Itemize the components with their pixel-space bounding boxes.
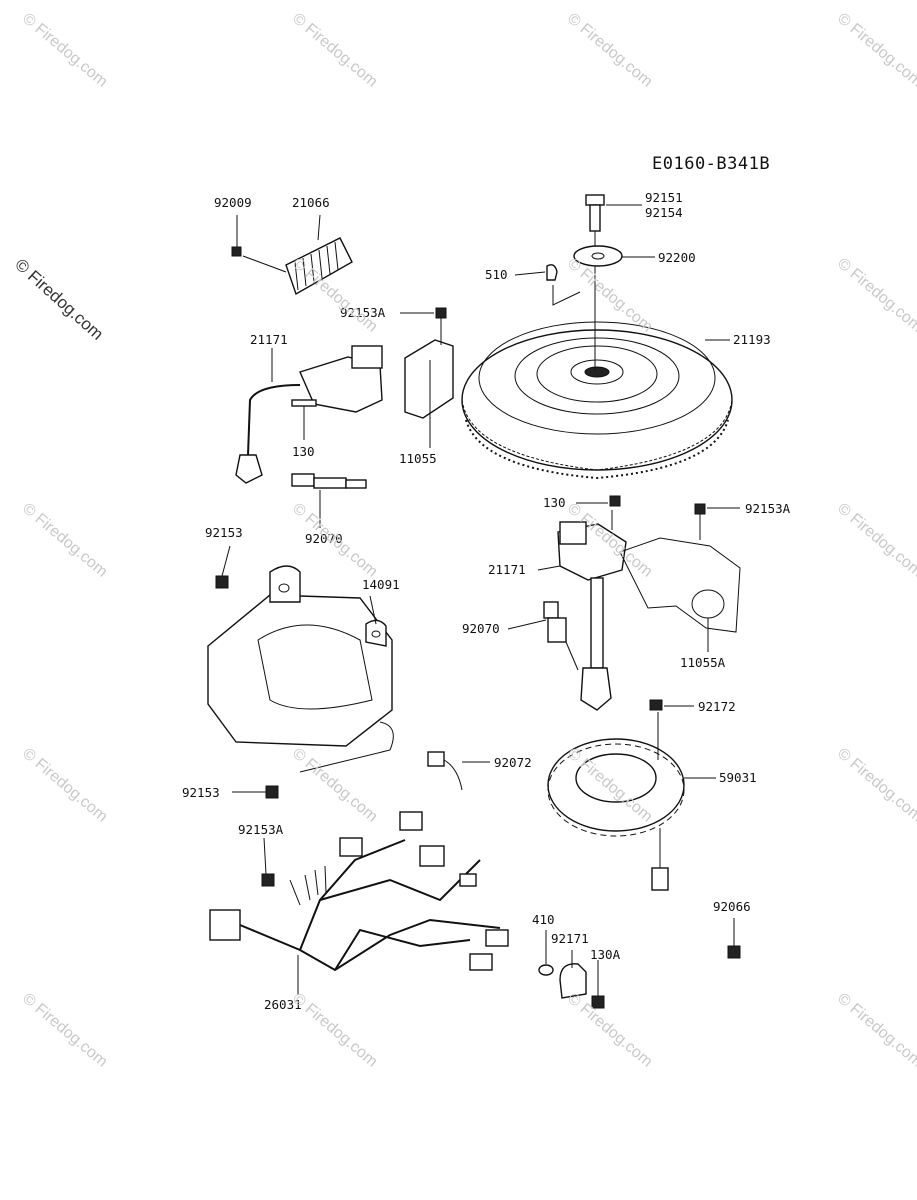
bolt-part-92153A-right [694,503,706,540]
callout-92153-top: 92153 [205,525,243,540]
callout-92072: 92072 [494,755,532,770]
ignition-coil-part-21171-right [557,510,741,711]
flywheel-part-21193 [461,321,733,480]
clamp-part-92171 [559,950,587,999]
harness-part-26031 [209,811,509,995]
bolt-part-92009 [231,246,242,257]
callout-410: 410 [532,912,555,927]
callout-26031: 26031 [264,997,302,1012]
bolt-part-92153A-bottom [261,873,275,887]
callout-92151: 92151 [645,190,683,205]
spark-plug-part-92070-right [543,601,579,671]
bolt-part-92153A-top [435,307,447,345]
ignition-coil-part-21171-left [235,345,383,484]
bolt-part-130-right [609,495,621,507]
callout-130-right: 130 [543,495,566,510]
leader-lines [221,204,740,875]
washer-part-92200 [573,245,623,267]
callout-21066: 21066 [292,195,330,210]
stator-part-59031 [547,712,685,891]
screw-part-92172 [649,699,663,711]
shroud-part-14091 [207,565,394,773]
callout-92070-right: 92070 [462,621,500,636]
callout-510: 510 [485,267,508,282]
callout-92153A-top: 92153A [340,305,386,320]
callout-92153A-bottom: 92153A [238,822,284,837]
spark-plug-part-92070-left [291,473,367,528]
callout-130-left: 130 [292,444,315,459]
regulator-part-21066 [236,214,353,296]
bolt-part-130A [591,960,605,1009]
bolt-part-92153-bottom [265,785,279,799]
sensor-part-92072 [427,751,463,791]
callout-21171-left: 21171 [250,332,288,347]
callout-92153-bottom: 92153 [182,785,220,800]
callout-92070-left: 92070 [305,531,343,546]
callout-21171-right: 21171 [488,562,526,577]
bracket-part-11055 [404,339,454,448]
callout-11055A: 11055A [680,655,726,670]
callout-92153A-right: 92153A [745,501,791,516]
nut-part-92066 [727,918,741,959]
callout-130A: 130A [590,947,621,962]
callout-14091: 14091 [362,577,400,592]
bolt-part-92153-top [215,575,229,589]
washer-part-410 [538,930,554,976]
callout-92171: 92171 [551,931,589,946]
key-part-510 [546,264,581,306]
callout-92009: 92009 [214,195,252,210]
diagram-code: E0160-B341B [652,154,771,174]
callout-11055: 11055 [399,451,437,466]
callout-59031: 59031 [719,770,757,785]
callout-92200: 92200 [658,250,696,265]
callout-92066: 92066 [713,899,751,914]
callout-92154: 92154 [645,205,683,220]
callout-21193: 21193 [733,332,771,347]
callout-92172: 92172 [698,699,736,714]
